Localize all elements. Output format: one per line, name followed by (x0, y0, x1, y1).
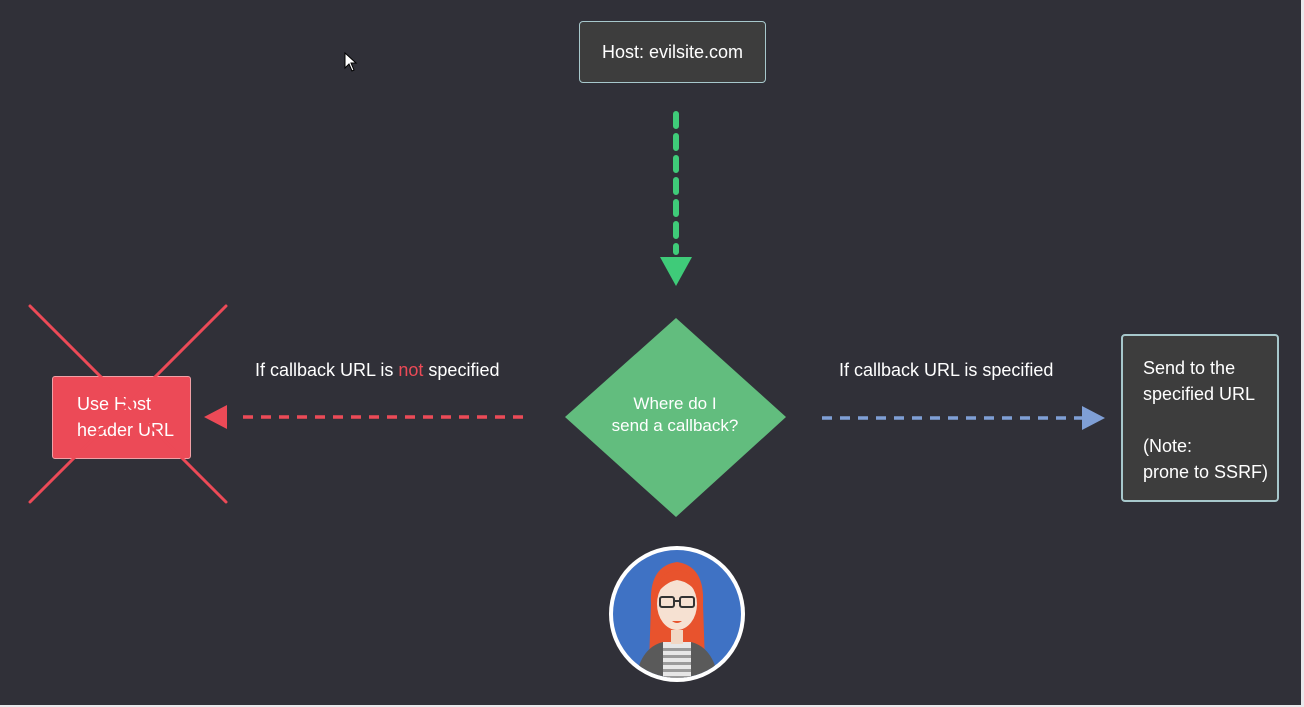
developer-avatar-icon (609, 546, 745, 682)
cross-out-icon (28, 304, 228, 504)
send-to-url-text: Send to the specified URL (Note: prone t… (1143, 358, 1269, 482)
send-to-url-node: Send to the specified URL (Note: prone t… (1121, 334, 1279, 502)
decision-diamond (565, 318, 786, 517)
decision-text: Where do I send a callback? (611, 394, 739, 435)
host-header-node: Host: evilsite.com (579, 21, 766, 83)
mouse-pointer-icon (344, 52, 358, 72)
host-header-text: Host: evilsite.com (601, 41, 744, 62)
right-edge-label: If callback URL is specified (839, 360, 1054, 380)
arrowhead-left (204, 405, 227, 429)
window-edge-bottom (0, 705, 1304, 707)
left-edge-label-negation: not (398, 360, 424, 380)
left-edge-label-part1: If callback URL is (255, 360, 399, 380)
arrowhead-down (660, 257, 692, 286)
left-edge-label-part2: specified (423, 360, 500, 380)
left-edge-label: If callback URL is not specified (255, 360, 499, 381)
arrowhead-right (1082, 406, 1105, 430)
window-edge-right (1301, 0, 1304, 707)
